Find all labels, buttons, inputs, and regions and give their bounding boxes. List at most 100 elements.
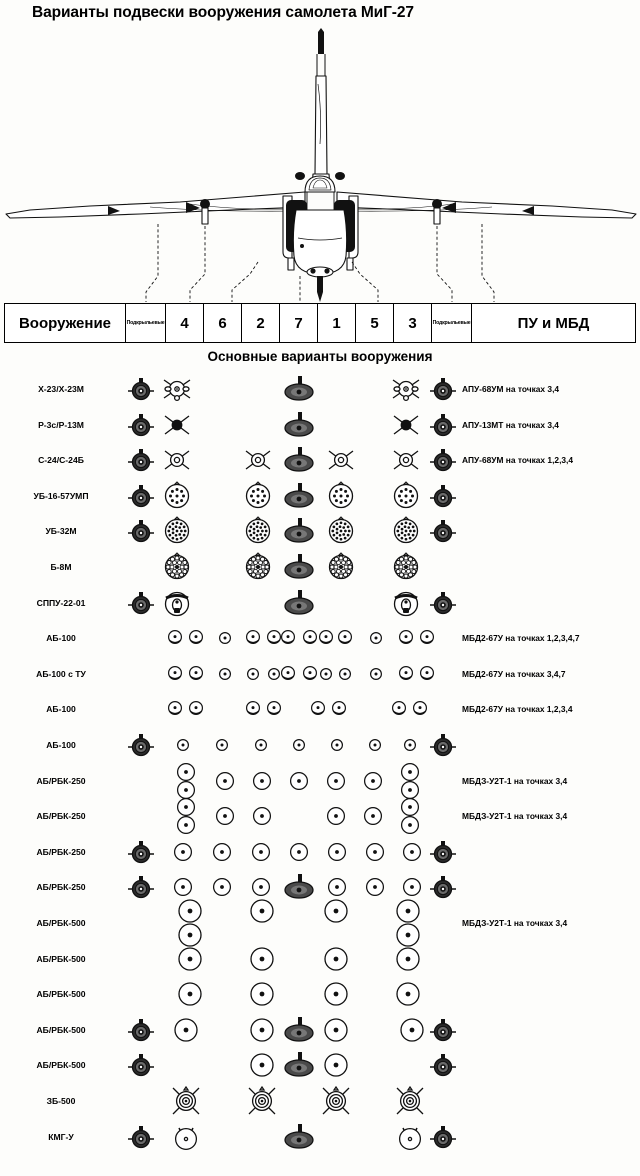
store-symbol-pylon bbox=[126, 376, 156, 402]
rack-note: МБДЗ-У2Т-1 на точках 3,4 bbox=[462, 918, 568, 928]
weapon-name: Р-3с/Р-13М bbox=[38, 419, 84, 430]
store-symbol-circ bbox=[399, 814, 421, 836]
store-symbol-pylon bbox=[126, 1052, 156, 1078]
store-symbol-pylon bbox=[428, 732, 458, 758]
rack-note: АПУ-68УМ на точках 3,4 bbox=[462, 384, 560, 394]
store-symbol-bomb bbox=[187, 629, 205, 647]
loadout-row: АБ/РБК-250 bbox=[0, 761, 640, 799]
store-symbol-pod16 bbox=[391, 481, 421, 511]
station-symbols bbox=[122, 443, 462, 477]
store-symbol-smalldot bbox=[218, 631, 233, 646]
store-symbol-bigcirc bbox=[394, 897, 422, 925]
store-symbol-bomb bbox=[336, 629, 354, 647]
rack-note: МБД2-67У на точках 1,2,3,4 bbox=[462, 704, 573, 715]
store-symbol-bigcirc bbox=[248, 945, 276, 973]
weapon-name: УБ-32М bbox=[45, 526, 77, 537]
store-symbol-bomb bbox=[418, 665, 436, 683]
rack-note: МБД2-67У на точках 1,2,3,4,7 bbox=[462, 633, 580, 644]
store-symbol-pod16 bbox=[162, 481, 192, 511]
store-symbol-xbomb bbox=[169, 1085, 203, 1117]
loadout-row: АБ/РБК-500 bbox=[0, 977, 640, 1011]
store-symbol-smalldot bbox=[319, 666, 334, 681]
store-symbol-smalldot bbox=[246, 666, 261, 681]
store-symbol-xmissile bbox=[389, 375, 423, 403]
store-symbol-bigcirc bbox=[322, 945, 350, 973]
rack-note: АПУ-68УМ на точках 1,2,3,4 bbox=[462, 455, 574, 466]
loadout-row: КМГ-У bbox=[0, 1120, 640, 1154]
station-symbols bbox=[122, 514, 462, 548]
store-symbol-bomb bbox=[279, 665, 297, 683]
store-symbol-smalldot bbox=[218, 666, 233, 681]
store-symbol-bomb bbox=[301, 629, 319, 647]
store-symbol-bomb bbox=[279, 629, 297, 647]
store-symbol-ellipse bbox=[282, 375, 316, 403]
page-title: Варианты подвески вооружения самолета Ми… bbox=[32, 4, 414, 21]
store-symbol-circ bbox=[214, 770, 236, 792]
station-symbols bbox=[122, 728, 462, 762]
station-symbols bbox=[122, 621, 462, 655]
weapon-name: АБ/РБК-250 bbox=[36, 775, 86, 786]
store-symbol-circ bbox=[214, 805, 236, 827]
store-symbol-bigcirc bbox=[394, 945, 422, 973]
weapon-name: АБ/РБК-250 bbox=[36, 846, 86, 857]
station-symbols bbox=[122, 1120, 462, 1154]
rack-note: МБД2-67У на точках 3,4,7 bbox=[462, 668, 566, 679]
store-symbol-gunpod bbox=[391, 589, 421, 617]
aircraft-front-view-diagram bbox=[0, 24, 640, 302]
weapon-name: АБ-100 bbox=[46, 633, 76, 644]
store-symbol-pylon bbox=[428, 1124, 458, 1150]
weapon-name: АБ/РБК-500 bbox=[36, 918, 86, 928]
section-subtitle: Основные варианты вооружения bbox=[207, 349, 433, 364]
store-symbol-circ bbox=[288, 770, 310, 792]
store-symbol-ellipse bbox=[282, 482, 316, 510]
store-symbol-circ bbox=[175, 761, 197, 783]
store-symbol-smalldot bbox=[338, 666, 353, 681]
weapon-name: Х-23/Х-23М bbox=[38, 384, 84, 394]
loadout-row: АБ/РБК-250 bbox=[0, 870, 640, 904]
store-symbol-smalldot bbox=[369, 631, 384, 646]
store-symbol-pylon bbox=[126, 590, 156, 616]
store-symbol-bomb bbox=[301, 665, 319, 683]
rack-note: МБДЗ-У2Т-1 на точках 3,4 bbox=[462, 811, 568, 822]
store-symbol-xring bbox=[243, 447, 273, 473]
header-launcher-column: ПУ и МБД bbox=[517, 314, 590, 332]
store-symbol-smalldot bbox=[267, 666, 282, 681]
store-symbol-pylon bbox=[428, 518, 458, 544]
store-symbol-pylon bbox=[126, 412, 156, 438]
store-symbol-circ bbox=[325, 805, 347, 827]
store-symbol-bigcirc bbox=[176, 945, 204, 973]
header-station-2: 2 bbox=[242, 304, 280, 342]
weapon-name: КМГ-У bbox=[48, 1131, 74, 1142]
store-symbol-ellipse bbox=[282, 873, 316, 901]
store-symbol-circ bbox=[362, 805, 384, 827]
loadout-row: АБ/РБК-500 bbox=[0, 1013, 640, 1047]
station-symbols bbox=[122, 796, 462, 836]
station-symbols bbox=[122, 372, 462, 406]
station-symbols bbox=[122, 977, 462, 1011]
store-symbol-circ bbox=[211, 841, 233, 863]
store-symbol-pylon bbox=[126, 874, 156, 900]
weapon-name: УБ-16-57УМП bbox=[33, 490, 89, 501]
weapon-name: ЗБ-500 bbox=[46, 1096, 76, 1106]
store-symbol-bigcirc bbox=[322, 980, 350, 1008]
store-symbol-kmgu bbox=[396, 1123, 424, 1151]
store-symbol-circ bbox=[399, 796, 421, 818]
header-left-underwing: Подкрыльевые bbox=[126, 304, 166, 342]
weapon-name: АБ/РБК-250 bbox=[36, 811, 86, 822]
store-symbol-smalldot bbox=[330, 738, 345, 753]
store-symbol-circ bbox=[251, 805, 273, 827]
store-symbol-xbomb bbox=[393, 1085, 427, 1117]
weapon-name: АБ-100 bbox=[46, 704, 76, 715]
store-symbol-pylon bbox=[126, 518, 156, 544]
store-symbol-bomb bbox=[244, 700, 262, 718]
store-symbol-bomb bbox=[330, 700, 348, 718]
loadout-row: АБ/РБК-250 bbox=[0, 835, 640, 869]
store-symbol-xring bbox=[326, 447, 356, 473]
loadout-row: АБ-100 bbox=[0, 728, 640, 762]
store-symbol-bomb bbox=[265, 700, 283, 718]
loadout-row: Р-3с/Р-13М bbox=[0, 408, 640, 442]
loadout-row: С-24/С-24Б bbox=[0, 443, 640, 477]
store-symbol-circ bbox=[172, 841, 194, 863]
station-symbols bbox=[122, 1048, 462, 1082]
